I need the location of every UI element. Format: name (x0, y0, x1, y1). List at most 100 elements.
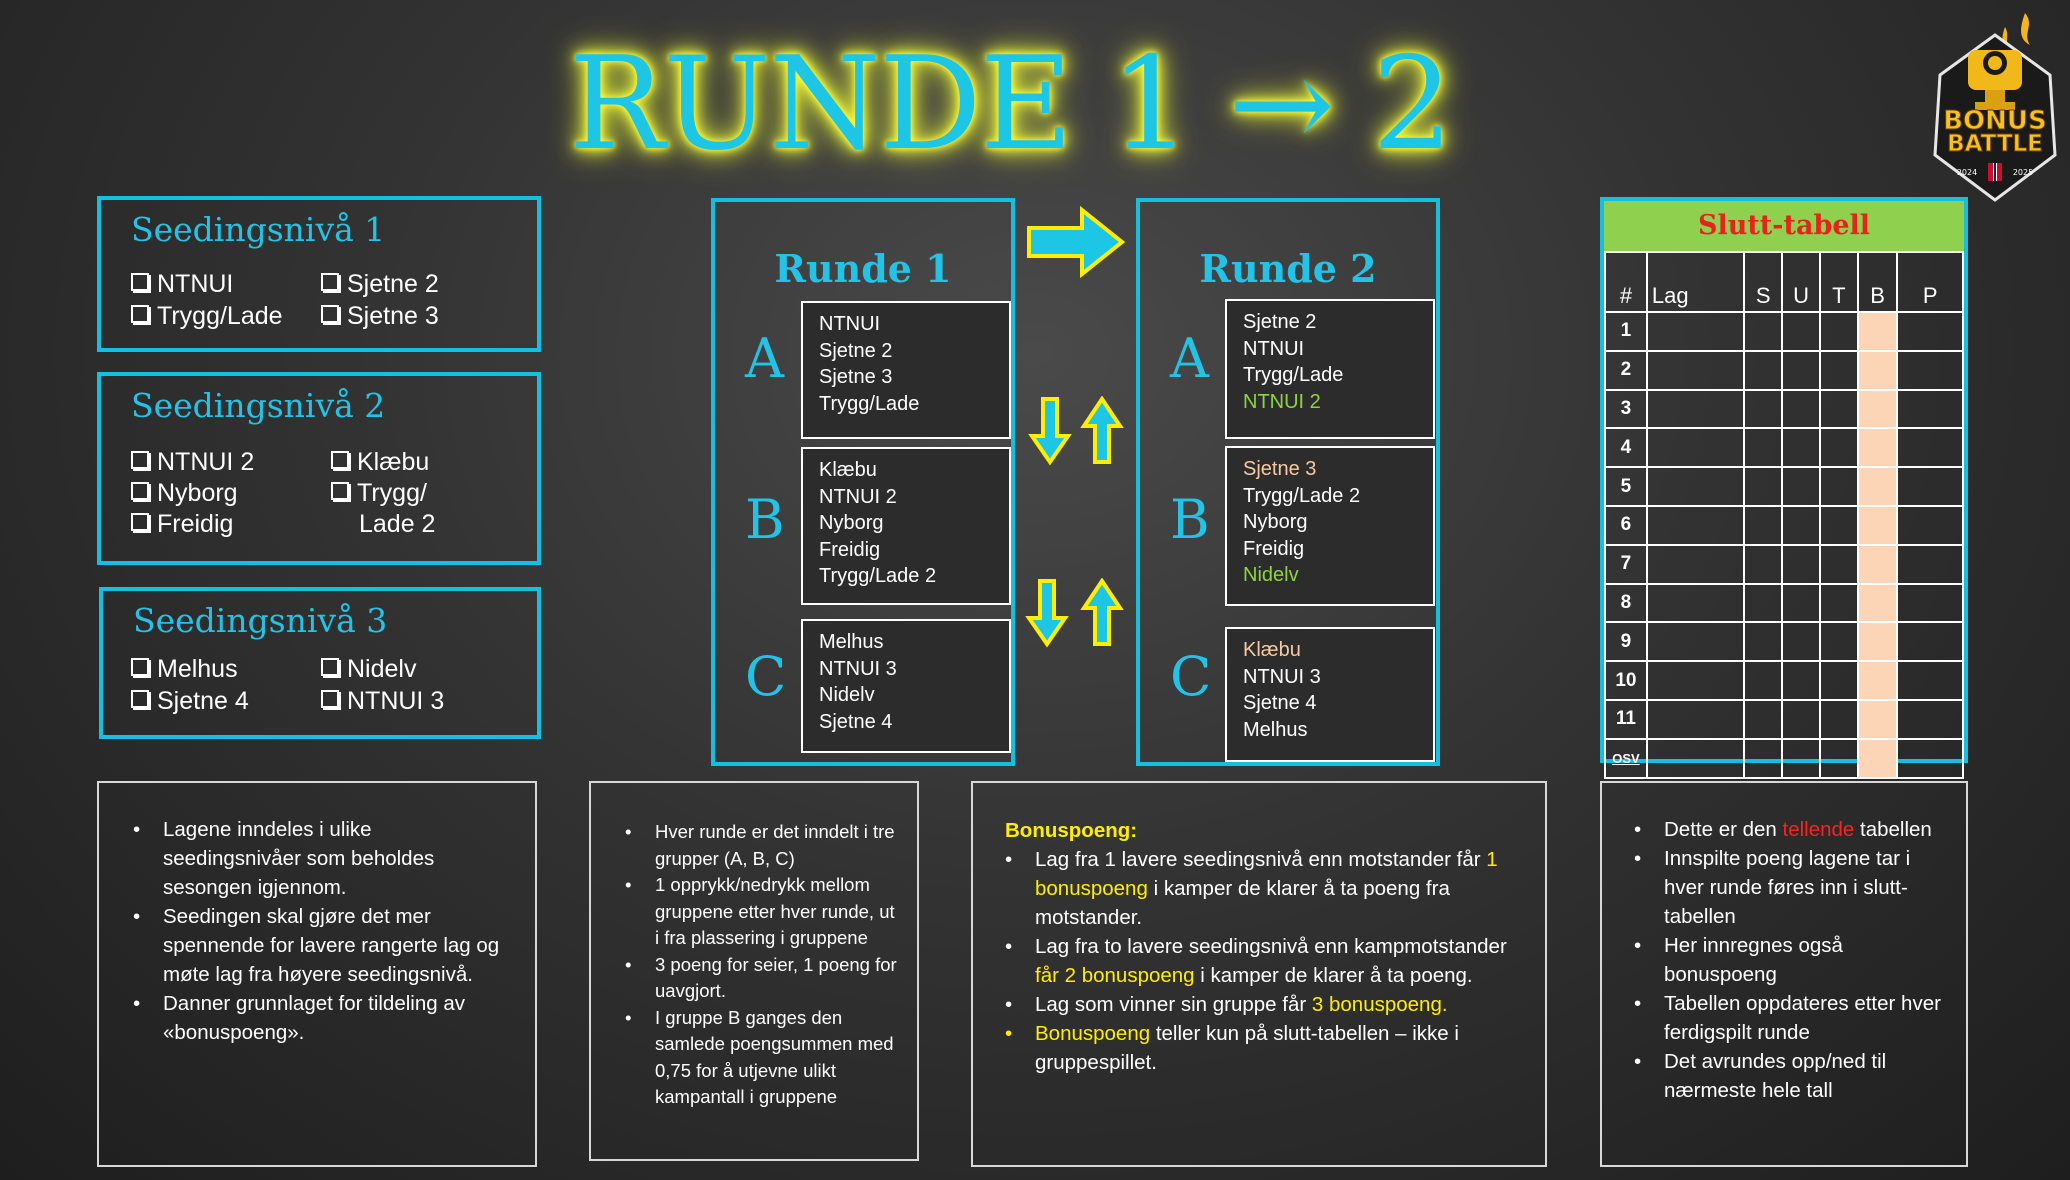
standings-cell (1896, 660, 1964, 701)
right-arrow-icon (1027, 206, 1126, 278)
standings-rank: 4 (1604, 427, 1648, 469)
seeding-item: Sjetne 3 (321, 302, 439, 331)
standings-cell (1856, 582, 1899, 624)
team-name: Trygg/Lade (1243, 364, 1344, 386)
round1-group-b-letter: B (745, 488, 785, 551)
info-box-bonuspoints: Bonuspoeng: Lag fra 1 lavere seedingsniv… (971, 781, 1547, 1167)
team-name: Sjetne 4 (819, 710, 893, 733)
standings-rank: 1 (1604, 311, 1648, 352)
team-name: Nyborg (819, 512, 884, 534)
standings-cell (1818, 388, 1859, 430)
table-row: 1 (1604, 311, 1964, 352)
team-name: Melhus (1243, 718, 1308, 741)
standings-rank: 2 (1604, 349, 1648, 391)
standings-cell (1856, 311, 1899, 352)
team-name: NTNUI 2 (819, 485, 897, 508)
info-bullet: Lag som vinner sin gruppe får 3 bonuspoe… (1005, 990, 1525, 1019)
standings-cell (1645, 543, 1746, 585)
bonus-heading: Bonuspoeng: (1005, 819, 1138, 842)
standings-cell (1645, 388, 1746, 430)
standings-cell (1818, 698, 1859, 740)
standings-cell (1743, 388, 1784, 430)
standings-cell (1743, 543, 1784, 585)
table-row: 7 (1604, 543, 1964, 585)
info-bullet: 1 opprykk/nedrykk mellom gruppene etter … (625, 872, 903, 952)
standings-cell (1856, 698, 1899, 740)
standings-cell (1743, 737, 1784, 779)
standings-cell (1781, 660, 1821, 701)
seeding-item: Melhus (131, 655, 238, 684)
round2-group-c: Klæbu NTNUI 3 Sjetne 4 Melhus (1225, 627, 1435, 762)
standings-cell (1818, 737, 1859, 779)
team-name: Freidig (819, 538, 881, 561)
standings-rank: 11 (1604, 698, 1648, 740)
standings-cell (1743, 349, 1784, 391)
standings-cell (1781, 698, 1821, 740)
team-name: Melhus (819, 631, 884, 653)
standings-cell (1645, 737, 1746, 779)
table-row: 5 (1604, 466, 1964, 507)
standings-cell (1896, 311, 1964, 352)
round2-panel: Runde 2 A B C Sjetne 2 NTNUI Trygg/Lade … (1136, 198, 1440, 766)
info-bullet: Det avrundes opp/ned til nærmeste hele t… (1634, 1047, 1954, 1105)
standings-column-header: Lag (1645, 251, 1746, 313)
standings-cell (1856, 504, 1899, 546)
info-box-standings: Dette er den tellende tabellen Innspilte… (1600, 781, 1968, 1167)
table-row: 11 (1604, 698, 1964, 740)
round2-group-b: Sjetne 3 Trygg/Lade 2 Nyborg Freidig Nid… (1225, 446, 1435, 606)
info-bullet: Innspilte poeng lagene tar i hver runde … (1634, 844, 1954, 931)
round2-group-a-letter: A (1170, 327, 1209, 390)
seeding-item: Lade 2 (359, 510, 436, 538)
round1-group-b: Klæbu NTNUI 2 Nyborg Freidig Trygg/Lade … (801, 447, 1011, 605)
standings-rank: 7 (1604, 543, 1648, 585)
standings-cell (1818, 427, 1859, 469)
info-box-seeding: Lagene inndeles i ulike seedingsnivåer s… (97, 781, 537, 1167)
standings-cell (1645, 698, 1746, 740)
info-bullet: Bonuspoeng teller kun på slutt-tabellen … (1005, 1019, 1525, 1077)
standings-rank: 6 (1604, 504, 1648, 546)
bonus-battle-logo: BONUS BATTLE 2024 2025 (1930, 5, 2060, 205)
info-bullet: Her innregnes også bonuspoeng (1634, 931, 1954, 989)
standings-header: Slutt-tabell (1604, 201, 1964, 251)
standings-rank: 3 (1604, 388, 1648, 430)
standings-cell (1781, 311, 1821, 352)
seeding-item: Trygg/ (331, 479, 427, 508)
info-bullet: Hver runde er det inndelt i tre grupper … (625, 819, 903, 872)
standings-cell (1818, 466, 1859, 507)
standings-rank: OSV (1604, 737, 1648, 779)
logo-text-battle: BATTLE (1947, 131, 2043, 157)
table-row: 2 (1604, 349, 1964, 391)
table-row: 3 (1604, 388, 1964, 430)
down-arrow-icon (1025, 579, 1069, 648)
standings-cell (1645, 427, 1746, 469)
round2-group-b-letter: B (1170, 488, 1210, 551)
standings-column-header: # (1604, 251, 1648, 313)
info-bullet: Lagene inndeles i ulike seedingsnivåer s… (133, 815, 513, 902)
standings-cell (1818, 660, 1859, 701)
standings-cell (1818, 582, 1859, 624)
up-arrow-icon (1080, 396, 1124, 464)
standings-cell (1743, 582, 1784, 624)
seeding-item: Trygg/Lade (131, 302, 283, 331)
info-bullet: Lag fra to lavere seedingsnivå enn kampm… (1005, 932, 1525, 990)
standings-cell (1743, 466, 1784, 507)
team-name: NTNUI (1243, 337, 1305, 360)
standings-cell (1856, 388, 1899, 430)
standings-cell (1781, 388, 1821, 430)
standings-cell (1781, 737, 1821, 779)
info-box-groups: Hver runde er det inndelt i tre grupper … (589, 781, 919, 1161)
standings-cell (1818, 349, 1859, 391)
down-arrow-icon (1028, 397, 1072, 466)
standings-column-header: U (1781, 251, 1821, 313)
team-name: Klæbu (819, 459, 877, 481)
info-bullet: Seedingen skal gjøre det mer spennende f… (133, 902, 513, 989)
standings-rank: 8 (1604, 582, 1648, 624)
standings-cell (1645, 349, 1746, 391)
standings-cell (1856, 543, 1899, 585)
standings-cell (1645, 582, 1746, 624)
standings-cell (1743, 698, 1784, 740)
team-name: Sjetne 4 (1243, 692, 1317, 714)
seeding-item: NTNUI 2 (131, 448, 254, 477)
standings-cell (1781, 427, 1821, 469)
